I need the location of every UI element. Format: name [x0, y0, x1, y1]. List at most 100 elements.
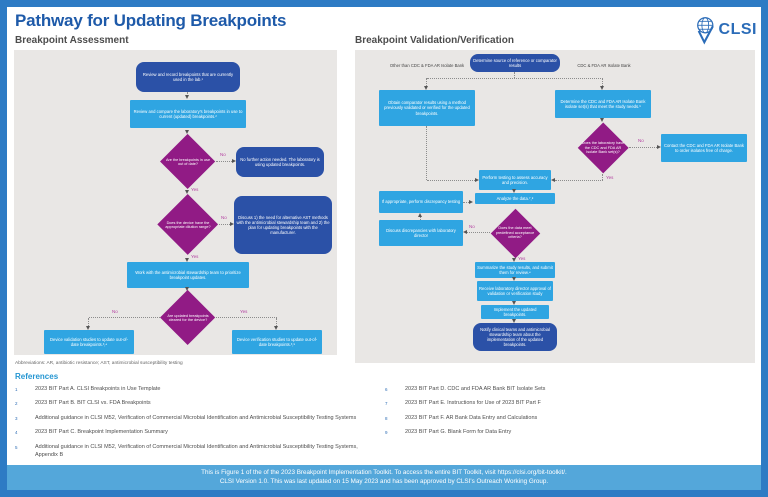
reference-number: 9 — [385, 430, 388, 436]
footer-bar: This is Figure 1 of the of the 2023 Brea… — [7, 465, 761, 490]
node-work-stewardship-team: Work with the antimicrobial stewardship … — [127, 262, 249, 288]
branch-label-cdc-fda: CDC & FDA AR Isolate Bank — [577, 63, 631, 68]
decision-have-isolate-sets: Does the laboratory have the CDC and FDA… — [577, 122, 629, 174]
decision-acceptance-criteria: Does the data meet predefined acceptance… — [490, 208, 540, 258]
references-right-column: 6 2023 BIT Part D. CDC and FDA AR Bank B… — [385, 386, 735, 444]
decision-text: Does the laboratory have the CDC and FDA… — [581, 141, 625, 155]
node-contact-isolate-bank: Contact the CDC and FDA AR Isolate Bank … — [661, 134, 747, 162]
references-left-column: 1 2023 BIT Part A. CLSI Breakpoints in U… — [15, 386, 380, 466]
arrowhead — [512, 319, 516, 323]
section-heading-assessment: Breakpoint Assessment — [15, 35, 129, 46]
connector-line — [427, 180, 475, 181]
decision-text: Does the device have the appropriate dil… — [165, 220, 211, 229]
clsi-logo: CLSI — [693, 13, 757, 47]
assessment-flowchart-panel: Review and record breakpoints that are c… — [14, 50, 337, 355]
arrowhead — [86, 326, 90, 330]
arrowhead — [185, 190, 189, 194]
connector-line — [420, 217, 421, 220]
node-determine-isolate-sets: Determine the CDC and FDA AR Isolate Ban… — [555, 90, 651, 118]
connector-line — [602, 174, 603, 180]
connector-line — [276, 318, 277, 326]
reference-text: 2023 BIT Part A. CLSI Breakpoints in Use… — [35, 386, 161, 392]
connector-line — [89, 317, 160, 318]
abbreviations-note: Abbreviations: AR, antibiotic resistance… — [15, 361, 183, 366]
connector-line — [514, 72, 515, 78]
connector-line — [216, 317, 277, 318]
label-yes: Yes — [191, 187, 199, 192]
arrowhead — [185, 287, 189, 291]
arrowhead — [185, 258, 189, 262]
arrowhead — [600, 86, 604, 90]
arrowhead — [463, 230, 467, 234]
connector-line — [88, 318, 89, 326]
footer-line-2: CLSI Version 1.0. This was last updated … — [219, 477, 549, 485]
reference-text: 2023 BIT Part C. Breakpoint Implementati… — [35, 429, 168, 436]
node-verification-studies: Device verification studies to update ou… — [232, 330, 322, 354]
reference-text: Additional guidance in CLSI M52, Verific… — [35, 443, 358, 458]
label-no: No — [638, 138, 644, 143]
node-validation-studies: Device validation studies to update out-… — [44, 330, 134, 354]
arrowhead — [230, 222, 234, 226]
reference-item: 8 2023 BIT Part F. AR Bank Data Entry an… — [385, 415, 735, 423]
arrowhead — [657, 145, 661, 149]
arrowhead — [469, 200, 473, 204]
arrowhead — [512, 301, 516, 305]
connector-line — [555, 180, 603, 181]
label-yes: Yes — [518, 256, 526, 261]
arrowhead — [424, 86, 428, 90]
node-no-action: No further action needed. The laboratory… — [236, 147, 324, 177]
node-discuss-director: Discuss discrepancies with laboratory di… — [379, 220, 463, 246]
reference-text: 2023 BIT Part D. CDC and FDA AR Bank BIT… — [405, 386, 546, 392]
footer-line-1: This is Figure 1 of the of the 2023 Brea… — [201, 469, 567, 476]
reference-item: 5 Additional guidance in CLSI M52, Verif… — [15, 444, 380, 460]
node-review-compare: Review and compare the laboratory's brea… — [130, 100, 246, 128]
reference-number: 4 — [15, 430, 18, 436]
clsi-globe-icon — [697, 17, 714, 45]
decision-out-of-date: Are the breakpoints in use out of date? — [160, 134, 216, 190]
reference-number: 7 — [385, 401, 388, 407]
references-heading: References — [15, 372, 59, 381]
reference-number: 6 — [385, 387, 388, 392]
reference-item: 3 Additional guidance in CLSI M52, Verif… — [15, 415, 380, 423]
arrowhead — [475, 178, 479, 182]
arrowhead — [512, 277, 516, 281]
arrowhead — [274, 326, 278, 330]
reference-number: 5 — [15, 444, 18, 450]
arrowhead — [418, 213, 422, 217]
decision-text: Does the data meet predefined acceptance… — [495, 226, 535, 240]
reference-number: 8 — [385, 415, 388, 421]
connector-line — [219, 224, 230, 225]
node-perform-testing: Perform testing to assess accuracy and p… — [479, 170, 551, 190]
node-implement-breakpoints: Implement the updated breakpoints. — [481, 305, 549, 319]
connector-line — [426, 78, 427, 86]
label-no: No — [469, 224, 475, 229]
reference-text: 2023 BIT Part F. AR Bank Data Entry and … — [405, 414, 538, 421]
reference-item: 2 2023 BIT Part B. BIT CLSI vs. FDA Brea… — [15, 400, 380, 408]
node-discrepancy-testing: If appropriate, perform discrepancy test… — [379, 191, 463, 213]
reference-item: 7 2023 BIT Part E. Instructions for Use … — [385, 400, 735, 408]
reference-number: 3 — [15, 415, 18, 421]
arrowhead — [232, 159, 236, 163]
decision-dilution-range: Does the device have the appropriate dil… — [157, 194, 219, 256]
node-review-record: Review and record breakpoints that are c… — [136, 62, 240, 92]
connector-line — [216, 161, 232, 162]
connector-line — [463, 202, 469, 203]
arrowhead — [185, 95, 189, 99]
reference-number: 2 — [15, 401, 18, 407]
node-director-approval: Receive laboratory director approval of … — [477, 281, 553, 301]
arrowhead — [512, 189, 516, 193]
connector-line — [427, 78, 603, 79]
figure-page: Pathway for Updating Breakpoints CLSI Br… — [7, 7, 761, 490]
reference-item: 1 2023 BIT Part A. CLSI Breakpoints in U… — [15, 386, 380, 394]
label-no: No — [220, 152, 226, 157]
reference-item: 4 2023 BIT Part C. Breakpoint Implementa… — [15, 429, 380, 437]
node-analyze-data: Analyze the data.⁷,⁸ — [475, 193, 555, 204]
reference-text: 2023 BIT Part E. Instructions for Use of… — [405, 400, 541, 407]
branch-label-other-source: Other than CDC & FDA AR Isolate Bank — [389, 63, 465, 68]
label-no: No — [112, 309, 118, 314]
reference-text: Additional guidance in CLSI M52, Verific… — [35, 414, 357, 421]
node-discuss-alternatives: Discuss 1) the need for alternative AST … — [234, 196, 332, 254]
arrowhead — [551, 178, 555, 182]
label-yes: Yes — [240, 309, 248, 314]
node-summarize-results: Summarize the study results, and submit … — [475, 262, 555, 278]
